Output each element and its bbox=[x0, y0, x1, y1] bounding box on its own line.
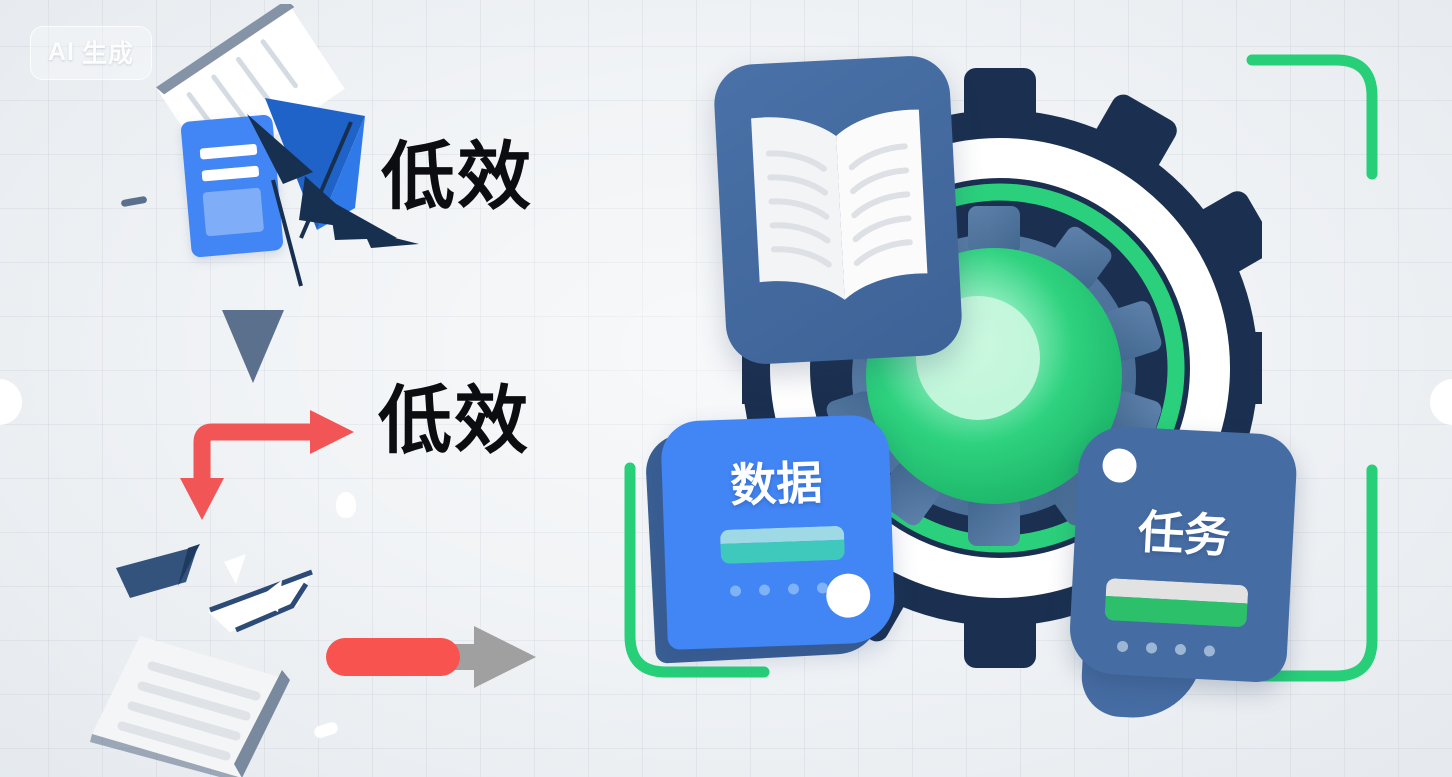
paper-plane-fragments bbox=[116, 544, 313, 633]
data-card-status-dot bbox=[825, 572, 872, 619]
data-card-title: 数据 bbox=[729, 455, 824, 513]
paper-fragment bbox=[336, 492, 356, 518]
slate-down-triangle bbox=[222, 310, 284, 383]
red-to-grey-progress-arrow bbox=[326, 626, 536, 688]
green-corner-brackets bbox=[624, 54, 1378, 682]
ai-badge-prefix: AI bbox=[48, 37, 75, 66]
book-card bbox=[712, 54, 964, 366]
task-card-title: 任务 bbox=[1136, 504, 1232, 564]
white-document-sheet bbox=[90, 636, 290, 777]
label-inefficient-bottom: 低效 bbox=[378, 378, 530, 464]
label-inefficient-top: 低效 bbox=[381, 134, 533, 220]
broken-paper-plane-icon bbox=[247, 98, 419, 287]
task-card-bar bbox=[1104, 578, 1249, 628]
red-bent-arrow-icon bbox=[180, 410, 354, 520]
ai-badge-text: 生成 bbox=[82, 40, 135, 68]
data-card-bar bbox=[719, 525, 846, 565]
task-card: 任务 bbox=[1067, 424, 1299, 684]
automation-composition: 数据 任务 bbox=[612, 28, 1402, 748]
ai-generated-badge: AI 生成 bbox=[30, 26, 153, 80]
open-book-icon bbox=[751, 109, 928, 300]
data-card: 数据 bbox=[660, 414, 896, 650]
prev-slide-affordance[interactable] bbox=[0, 379, 22, 425]
next-slide-affordance[interactable] bbox=[1430, 379, 1452, 425]
task-card-dots bbox=[1116, 640, 1216, 657]
task-card-status-dot bbox=[1101, 447, 1138, 484]
data-card-dots bbox=[729, 582, 829, 597]
